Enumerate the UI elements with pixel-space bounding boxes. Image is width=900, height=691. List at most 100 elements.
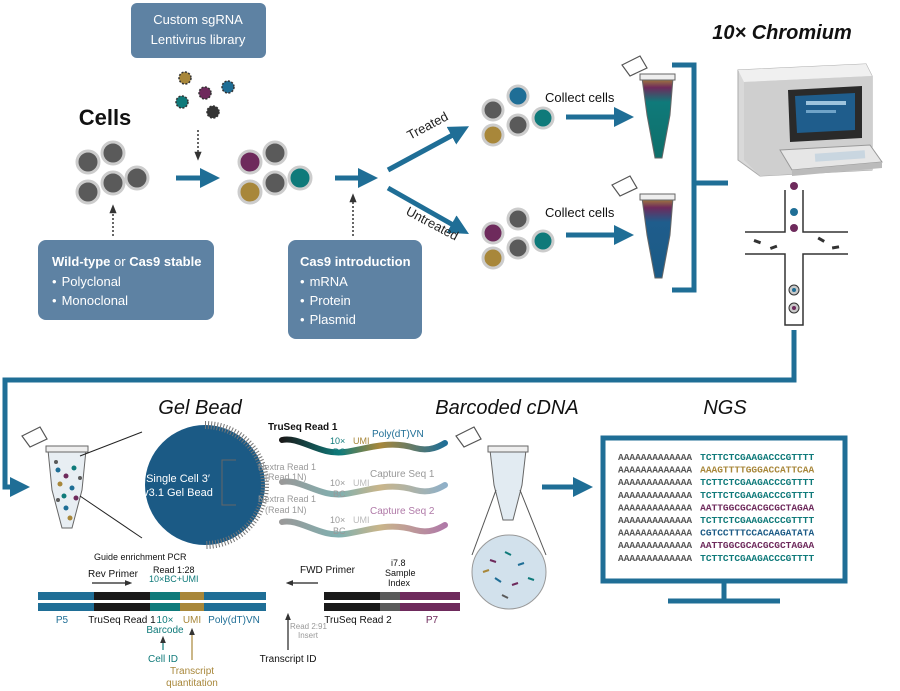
cas9-item-plasmid: •Plasmid <box>300 312 356 327</box>
library-line2: Lentivirus library <box>151 32 246 47</box>
oligo1-read-label: TruSeq Read 1 <box>268 422 338 433</box>
ngs-read-line: AAAAAAAAAAAAA TCTTCTCGAAGACCCGTTTT <box>618 490 814 501</box>
ngs-read-line: AAAAAAAAAAAAA TCTTCTCGAAGACCCGTTTT <box>618 452 814 463</box>
barcode-label-1: 10× <box>157 615 174 626</box>
cells-group-untransduced <box>75 140 150 205</box>
sample-label: Sample <box>385 568 416 578</box>
oligo2-read-label-1: Nextra Read 1 <box>258 462 316 472</box>
ngs-read-sequence: TCTTCTCGAAGACCCGTTTT <box>700 490 814 501</box>
guide-enrichment-label: Guide enrichment PCR <box>94 552 187 562</box>
ngs-read-line: AAAAAAAAAAAAA TCTTCTCGAAGACCCGTTTT <box>618 515 814 526</box>
fwd-primer-label: FWD Primer <box>300 565 356 576</box>
oligo3-read-label-1: Nextra Read 1 <box>258 494 316 504</box>
p7-label: P7 <box>426 615 439 626</box>
ngs-read-sequence: TCTTCTCGAAGACCCGTTTT <box>700 515 814 526</box>
rev-primer-label: Rev Primer <box>88 569 139 580</box>
ngs-read-prefix: AAAAAAAAAAAAA <box>618 452 692 463</box>
tube-treated <box>621 55 676 159</box>
ngs-read-prefix: AAAAAAAAAAAAA <box>618 553 692 564</box>
wt-item-monoclonal: •Monoclonal <box>52 293 128 308</box>
oligo3-umi-label: UMI <box>353 515 370 525</box>
oligo2-bc-label-1: 10× <box>330 478 345 488</box>
tube-barcoded-cdna <box>455 426 547 610</box>
cells-group-untreated <box>481 207 555 270</box>
oligo2-bc-label-2: BC <box>333 489 346 499</box>
chromium-title: 10× Chromium <box>712 22 851 44</box>
p5-label: P5 <box>56 615 69 626</box>
tube-beads <box>21 426 89 529</box>
transcript-id-label: Transcript ID <box>260 654 317 665</box>
arrow-treated <box>386 126 470 173</box>
chromium-instrument-icon <box>737 63 883 177</box>
oligo3-bc-label-1: 10× <box>330 515 345 525</box>
gel-bead-label-2: v3.1 Gel Bead <box>143 487 213 499</box>
i78-label: i7.8 <box>391 558 406 568</box>
ngs-read-line: AAAAAAAAAAAAA TCTTCTCGAAGACCCGTTTT <box>618 553 814 564</box>
barcoded-cdna-title: Barcoded cDNA <box>435 397 578 419</box>
barcode-label-2: Barcode <box>146 625 184 636</box>
ngs-read-line: AAAAAAAAAAAAA AATTGGCGCACGCGCTAGAA <box>618 502 814 513</box>
wt-heading: Wild-type or Cas9 stable <box>52 254 201 269</box>
virus-icon <box>198 86 212 100</box>
virus-icon <box>221 80 235 94</box>
ngs-read-sequence: AAAGTTTTGGGACCATTCAA <box>700 465 814 476</box>
virus-icon <box>178 71 192 85</box>
oligo-capture-seq-2: Nextra Read 1 (Read 1N) 10× BC UMI Captu… <box>258 494 448 538</box>
cas9-introduction-box: Cas9 introduction •mRNA •Protein •Plasmi… <box>288 240 422 339</box>
cas9-title: Cas9 introduction <box>300 254 411 269</box>
oligo1-umi-label: UMI <box>353 436 370 446</box>
ngs-read-prefix: AAAAAAAAAAAAA <box>618 502 692 513</box>
ngs-monitor-icon <box>600 435 848 604</box>
ngs-read-line: AAAAAAAAAAAAA AAAGTTTTGGGACCATTCAA <box>618 465 814 476</box>
insert-label: Insert <box>298 631 319 640</box>
sgrna-library-box: Custom sgRNA Lentivirus library <box>131 3 266 58</box>
virus-icon <box>206 105 220 119</box>
oligo3-read-label-2: (Read 1N) <box>265 505 307 515</box>
ngs-read-line: AAAAAAAAAAAAA AATTGGCGCACGCGCTAGAA <box>618 540 814 551</box>
cells-title: Cells <box>79 105 132 130</box>
oligo-polydt: TruSeq Read 1 10× BC UMI Poly(dT)VN <box>268 422 448 457</box>
umi-label: UMI <box>183 615 201 626</box>
zoom-line-bottom <box>79 495 143 539</box>
cas9-item-protein: •Protein <box>300 293 351 308</box>
gel-bead-label-1: Single Cell 3′ <box>146 473 210 485</box>
bead-zoom-bracket <box>221 459 236 506</box>
oligo1-polyt-label: Poly(dT)VN <box>372 429 424 440</box>
ngs-read-prefix: AAAAAAAAAAAAA <box>618 477 692 488</box>
ngs-read-prefix: AAAAAAAAAAAAA <box>618 465 692 476</box>
library-construct <box>38 592 460 611</box>
oligo3-capture-label: Capture Seq 2 <box>370 506 435 517</box>
cells-group-transduced <box>237 140 313 205</box>
polydt-label: Poly(dT)VN <box>208 615 260 626</box>
virus-icon <box>175 95 189 109</box>
collect-cells-label-1: Collect cells <box>545 90 615 105</box>
ngs-read-sequence: AATTGGCGCACGCGCTAGAA <box>700 502 814 513</box>
ngs-read-sequence: TCTTCTCGAAGACCCGTTTT <box>700 553 814 564</box>
microfluidic-junction-icon <box>745 182 848 326</box>
oligo3-bc-label-2: BC <box>333 526 346 536</box>
truseq-read2-label: TruSeq Read 2 <box>324 615 392 626</box>
ngs-read-prefix: AAAAAAAAAAAAA <box>618 515 692 526</box>
collect-cells-label-2: Collect cells <box>545 205 615 220</box>
bc-umi-label: 10×BC+UMI <box>149 574 199 584</box>
read291-label: Read 2:91 <box>290 622 327 631</box>
oligo1-bc-label-1: 10× <box>330 436 345 446</box>
read-128-label: Read 1:28 <box>153 565 195 575</box>
cas9-item-mrna: •mRNA <box>300 274 348 289</box>
ngs-read-prefix: AAAAAAAAAAAAA <box>618 490 692 501</box>
ngs-read-prefix: AAAAAAAAAAAAA <box>618 540 692 551</box>
tube-untreated <box>611 175 676 279</box>
wild-type-box: Wild-type or Cas9 stable •Polyclonal •Mo… <box>38 240 214 320</box>
oligo1-bc-label-2: BC <box>333 447 346 457</box>
ngs-read-sequence: AATTGGCGCACGCGCTAGAA <box>700 540 814 551</box>
ngs-read-sequence: TCTTCTCGAAGACCCGTTTT <box>700 452 814 463</box>
ngs-title: NGS <box>703 397 747 419</box>
zoom-line-top <box>79 431 143 457</box>
transcript-quant-label-2: quantitation <box>166 678 218 689</box>
library-line1: Custom sgRNA <box>153 12 243 27</box>
cell-id-label: Cell ID <box>148 654 178 665</box>
